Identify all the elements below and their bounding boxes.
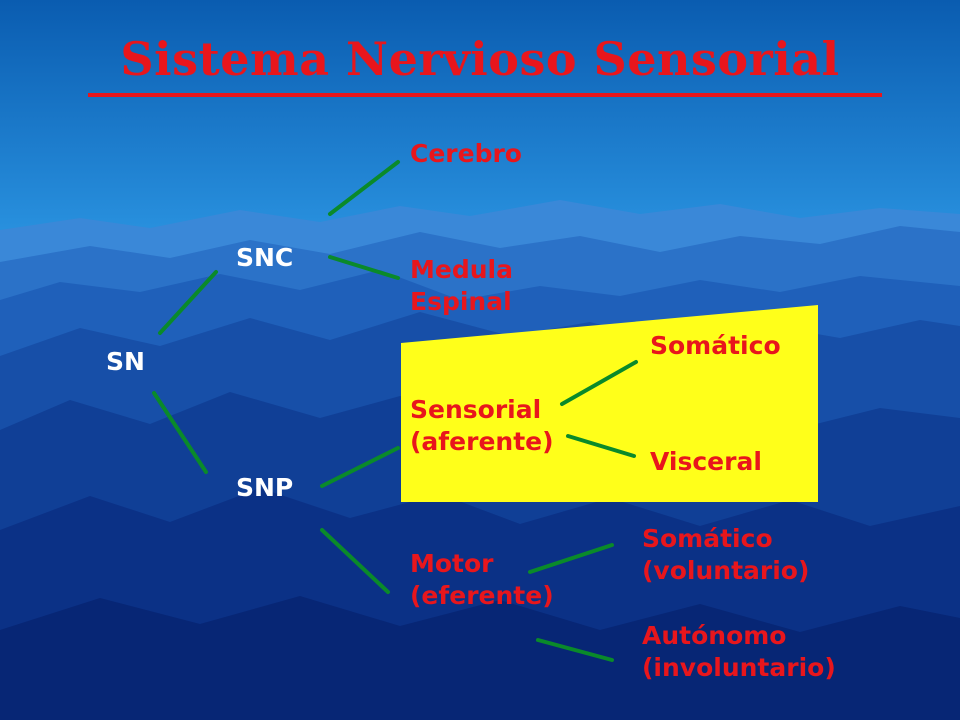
node-motor-line2: (eferente) <box>410 581 554 610</box>
node-sensorial-line2: (aferente) <box>410 427 554 456</box>
node-somatico-motor: Somático (voluntario) <box>642 523 809 587</box>
link-sensorial-somatico <box>560 360 638 406</box>
link-motor-somatico <box>528 543 614 574</box>
link-sensorial-visceral <box>566 434 636 458</box>
node-autonomo-line1: Autónomo <box>642 621 787 650</box>
node-somatico-sensorial: Somático <box>650 331 781 360</box>
node-autonomo-line2: (involuntario) <box>642 653 836 682</box>
link-snp-sensorial <box>320 446 400 488</box>
link-sn-snc <box>158 270 218 335</box>
node-sn: SN <box>106 347 145 376</box>
node-medula-line2: Espinal <box>410 287 512 316</box>
node-snc: SNC <box>236 243 294 272</box>
node-snp: SNP <box>236 473 294 502</box>
node-somatico-motor-line1: Somático <box>642 524 773 553</box>
node-motor: Motor (eferente) <box>410 548 554 612</box>
link-motor-autonomo <box>536 638 614 662</box>
node-somatico-motor-line2: (voluntario) <box>642 556 810 585</box>
node-motor-line1: Motor <box>410 549 494 578</box>
node-cerebro: Cerebro <box>410 139 522 168</box>
node-medula-line1: Medula <box>410 255 513 284</box>
node-visceral: Visceral <box>650 447 762 476</box>
node-autonomo: Autónomo (involuntario) <box>642 620 836 684</box>
link-snc-cerebro <box>328 160 400 216</box>
node-sensorial: Sensorial (aferente) <box>410 394 554 458</box>
title-underline <box>88 93 882 97</box>
node-medula-espinal: Medula Espinal <box>410 254 513 318</box>
link-sn-snp <box>152 391 208 474</box>
slide-title: Sistema Nervioso Sensorial <box>120 32 840 86</box>
node-sensorial-line1: Sensorial <box>410 395 542 424</box>
link-snp-motor <box>320 528 390 594</box>
link-snc-medula <box>328 255 400 280</box>
